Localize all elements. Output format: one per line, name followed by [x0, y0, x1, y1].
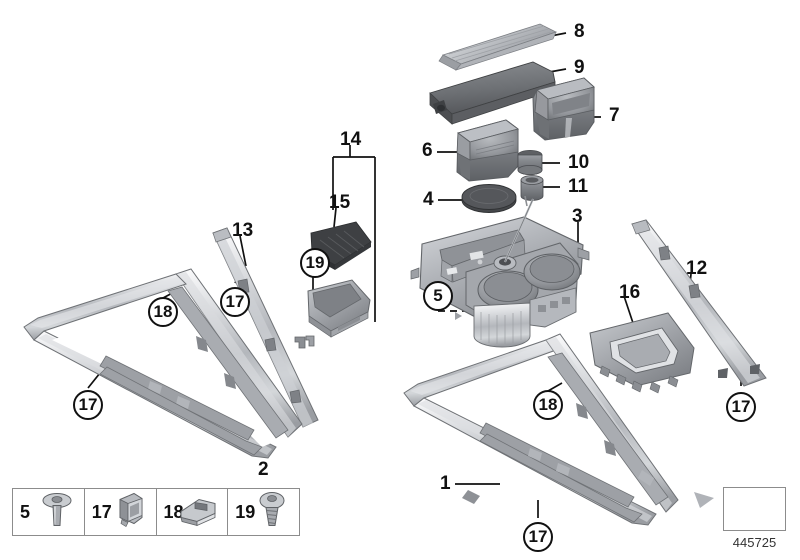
part-3-cup-holder-console-assembly: [410, 198, 590, 348]
callout-14: 14: [340, 129, 362, 150]
callout-6: 6: [422, 140, 433, 161]
part-1-center-console-trim-right: [403, 333, 679, 526]
legend-item-19: 19: [228, 489, 299, 535]
part-7-cup-holder-insert: [532, 77, 595, 141]
legend-number-17: 17: [91, 501, 112, 522]
legend-item-17: 17: [85, 489, 157, 535]
part-12-side-trim-strip-right: [631, 219, 767, 387]
callout-5: 5: [423, 281, 453, 311]
part-8-ribbed-rubber-mat: [438, 23, 558, 71]
metal-clamp-icon: [175, 490, 221, 535]
callout-18-left: 18: [148, 297, 178, 327]
part-11-socket-ring: [520, 175, 544, 207]
callout-15: 15: [329, 192, 351, 213]
callout-19: 19: [300, 248, 330, 278]
leader-lines: [87, 32, 742, 518]
torx-screw-icon: [36, 490, 78, 535]
callout-7: 7: [609, 105, 620, 126]
part-2-center-console-trim-left: [23, 268, 303, 459]
legend-item-5: 5: [13, 489, 85, 535]
fasteners-legend: 5 17: [12, 488, 300, 536]
callout-2: 2: [258, 459, 269, 480]
callout-9: 9: [574, 57, 585, 78]
callout-11: 11: [568, 176, 589, 197]
legend-number-19: 19: [235, 501, 256, 522]
drawing-number: 445725: [732, 535, 777, 550]
callout-17-left-inner: 17: [220, 287, 250, 317]
orientation-indicator-box: [723, 487, 786, 531]
part-13-side-trim-strip-left: [212, 227, 319, 428]
clip-marker-17-left: [294, 336, 306, 349]
decor-wedge: [694, 492, 714, 508]
part-16-shifter-surround-trim: [589, 312, 695, 394]
callout-18-right: 18: [533, 390, 563, 420]
callout-10: 10: [568, 152, 590, 173]
part-6-storage-box-insert: [456, 119, 520, 182]
tapping-screw-icon: [251, 490, 293, 535]
callout-4: 4: [423, 189, 434, 210]
part-storage-tray: [307, 279, 371, 338]
part-10-socket-cap: [517, 149, 543, 175]
legend-item-18: 18: [157, 489, 229, 535]
callout-3: 3: [572, 206, 583, 227]
callout-17-bottom: 17: [523, 522, 553, 552]
clip-marker-19: [305, 335, 315, 347]
spring-clip-icon: [108, 490, 150, 535]
callout-12: 12: [686, 258, 708, 279]
callout-13: 13: [232, 220, 254, 241]
part-9-console-cover-lid: [429, 61, 556, 125]
callout-8: 8: [574, 21, 585, 42]
callout-16: 16: [619, 282, 641, 303]
legend-number-5: 5: [20, 501, 31, 522]
part-4-rubber-insert-disc: [461, 184, 517, 213]
callout-17-left-outer: 17: [73, 390, 103, 420]
callout-17-right: 17: [726, 392, 756, 422]
callout-1: 1: [440, 473, 451, 494]
legend-number-18: 18: [163, 501, 184, 522]
